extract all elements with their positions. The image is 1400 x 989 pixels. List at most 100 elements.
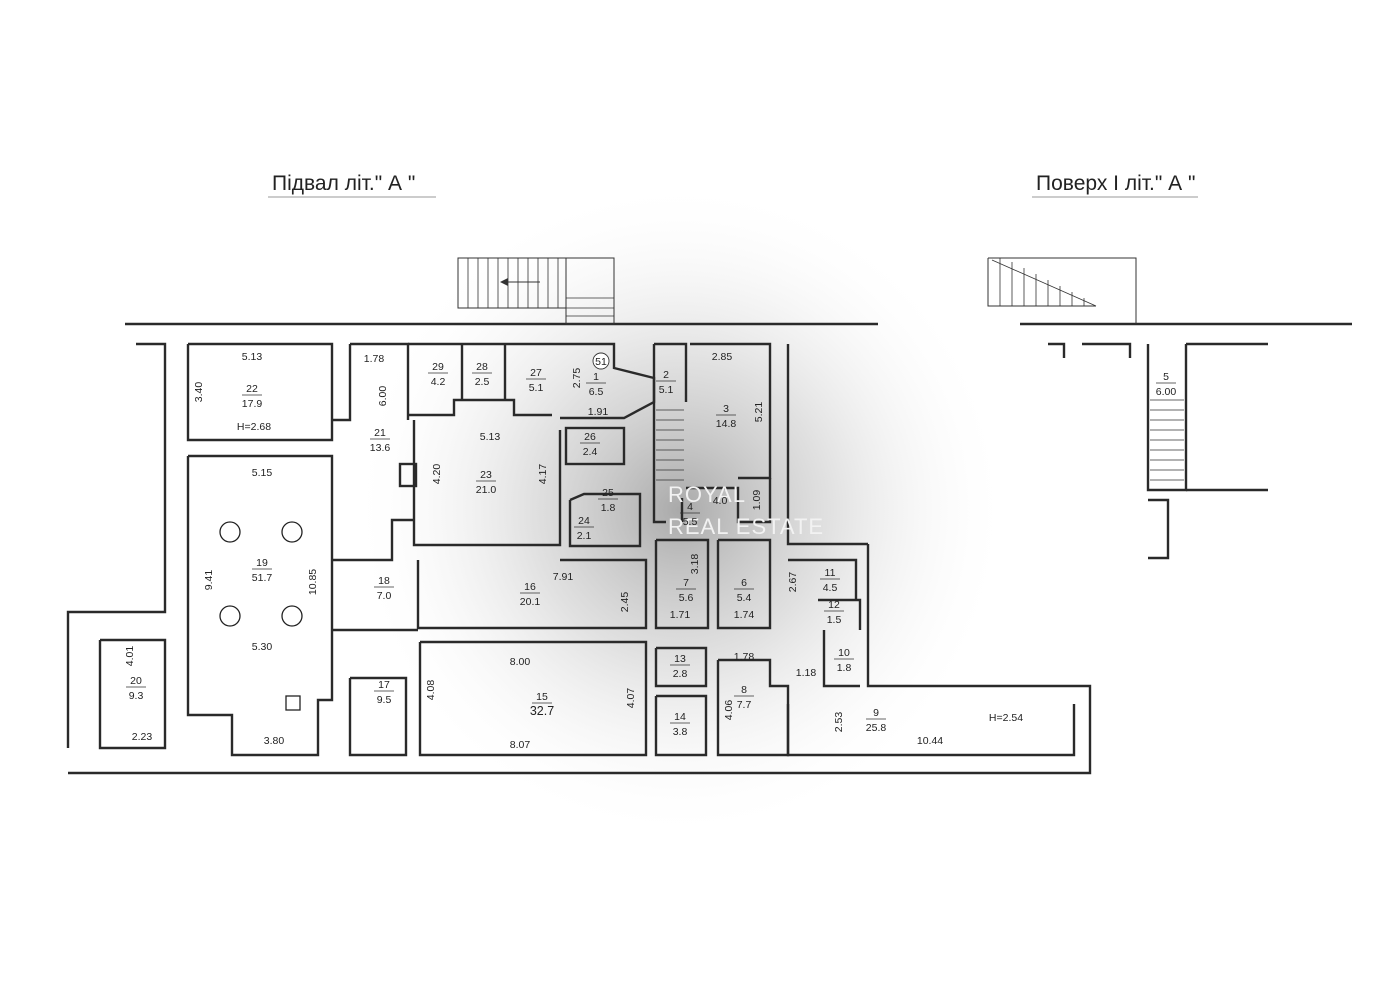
room-29-area: 4.2 [431, 376, 446, 388]
dimension-labels: 5.133.401.786.002.751.912.855.215.134.20… [124, 351, 943, 751]
room-23-area: 21.0 [476, 484, 497, 496]
room-24-area: 2.1 [577, 530, 592, 542]
room-26-number: 26 [584, 431, 596, 443]
room-21-number: 21 [374, 427, 386, 439]
room-19-number: 19 [256, 557, 268, 569]
room-9-number: 9 [873, 707, 879, 719]
room-7-number: 7 [683, 577, 689, 589]
room-17-area: 9.5 [377, 694, 392, 706]
room-16-number: 16 [524, 581, 536, 593]
basement-walls [66, 322, 1092, 775]
room-21-area: 13.6 [370, 442, 391, 454]
dimension-label: 5.21 [753, 402, 765, 423]
ceiling-height-label: H=2.68 [237, 421, 271, 433]
room-13-area: 2.8 [673, 668, 688, 680]
room-11-area: 4.5 [823, 582, 838, 594]
dimension-label: 2.85 [712, 351, 733, 363]
floor1-title: Поверх І літ." А " [1036, 172, 1195, 195]
height-labels: H=2.68H=2.54 [237, 421, 1023, 724]
floor1-walls [987, 257, 1352, 560]
dimension-label: 5.30 [252, 641, 273, 653]
room-1-area: 6.5 [589, 386, 604, 398]
room-28-area: 2.5 [475, 376, 490, 388]
dimension-label: 3.40 [193, 382, 205, 403]
room-12-area: 1.5 [827, 614, 842, 626]
room-18-number: 18 [378, 575, 390, 587]
dimension-label: 5.13 [242, 351, 263, 363]
room-2-number: 2 [663, 369, 669, 381]
room-4-number: 4 [687, 501, 693, 513]
room-27-area: 5.1 [529, 382, 544, 394]
dimension-label: 4.17 [537, 464, 549, 485]
room-8-number: 8 [741, 684, 747, 696]
room-27-number: 27 [530, 367, 542, 379]
watermark-haze [350, 180, 1010, 840]
room-12-number: 12 [828, 599, 840, 611]
dimension-label: 4.08 [425, 680, 437, 701]
room-15-number: 15 [536, 691, 548, 703]
room-24-number: 24 [578, 515, 590, 527]
room-23-number: 23 [480, 469, 492, 481]
dimension-label: 2.53 [833, 712, 845, 733]
dimension-label: 5.15 [252, 467, 273, 479]
room-11-number: 11 [825, 567, 836, 579]
room-2-area: 5.1 [659, 384, 674, 396]
dimension-label: 2.23 [132, 731, 153, 743]
room-14-area: 3.8 [673, 726, 688, 738]
dimension-label: 1.91 [588, 406, 609, 418]
room-6-area: 5.4 [737, 592, 752, 604]
dimension-label: 4.0 [713, 495, 728, 507]
dimension-label: 7.91 [553, 571, 574, 583]
ceiling-height-label: H=2.54 [989, 712, 1023, 724]
room-2-stair [656, 409, 684, 481]
room-1-number: 1 [593, 371, 599, 383]
dimension-label: 8.07 [510, 739, 531, 751]
dimension-label: 4.01 [124, 646, 136, 667]
room-20-area: 9.3 [129, 690, 144, 702]
dimension-label: 1.78 [734, 651, 755, 663]
room-25-number: 25 [602, 487, 614, 499]
stair-marker [592, 352, 610, 370]
room-17-number: 17 [378, 679, 390, 691]
room-29-number: 29 [432, 361, 444, 373]
room-22-area: 17.9 [242, 398, 263, 410]
dimension-label: 9.41 [203, 570, 215, 591]
stair-marker-label: 51 [595, 356, 607, 368]
dimension-label: 1.71 [670, 609, 691, 621]
dimension-label: 2.45 [619, 592, 631, 613]
room-8-area: 7.7 [737, 699, 752, 711]
room-19-area: 51.7 [252, 572, 273, 584]
dimension-label: 6.00 [377, 386, 389, 407]
dimension-label: 8.00 [510, 656, 531, 668]
dimension-label: 3.18 [689, 554, 701, 575]
dimension-label: 3.80 [264, 735, 285, 747]
room-5-area: 6.00 [1156, 386, 1177, 398]
room-3-area: 14.8 [716, 418, 737, 430]
room-13-number: 13 [674, 653, 686, 665]
dimension-label: 1.78 [364, 353, 385, 365]
dimension-label: 4.07 [625, 688, 637, 709]
basement-entry-stair [457, 257, 615, 325]
room-5-number: 5 [1163, 371, 1169, 383]
room-28-number: 28 [476, 361, 488, 373]
watermark-line2: REAL ESTATE [668, 514, 824, 539]
room-15-area: 32.7 [530, 704, 554, 718]
room-14-number: 14 [674, 711, 686, 723]
basement-title: Підвал літ." А " [272, 172, 415, 195]
room-25-area: 1.8 [601, 502, 616, 514]
dimension-label: 4.06 [723, 700, 735, 721]
room-16-area: 20.1 [520, 596, 541, 608]
room-10-area: 1.8 [837, 662, 852, 674]
dimension-label: 1.09 [751, 490, 763, 511]
room-20-number: 20 [130, 675, 142, 687]
room-18-area: 7.0 [377, 590, 392, 602]
dimension-label: 2.67 [787, 572, 799, 593]
watermark-line1: ROYAL [668, 482, 746, 507]
dimension-label: 10.85 [307, 569, 319, 595]
room-10-number: 10 [838, 647, 850, 659]
dimension-label: 1.74 [734, 609, 755, 621]
room-6-number: 6 [741, 577, 747, 589]
room-19-columns [219, 521, 303, 711]
room-4-area: 5.5 [683, 516, 698, 528]
